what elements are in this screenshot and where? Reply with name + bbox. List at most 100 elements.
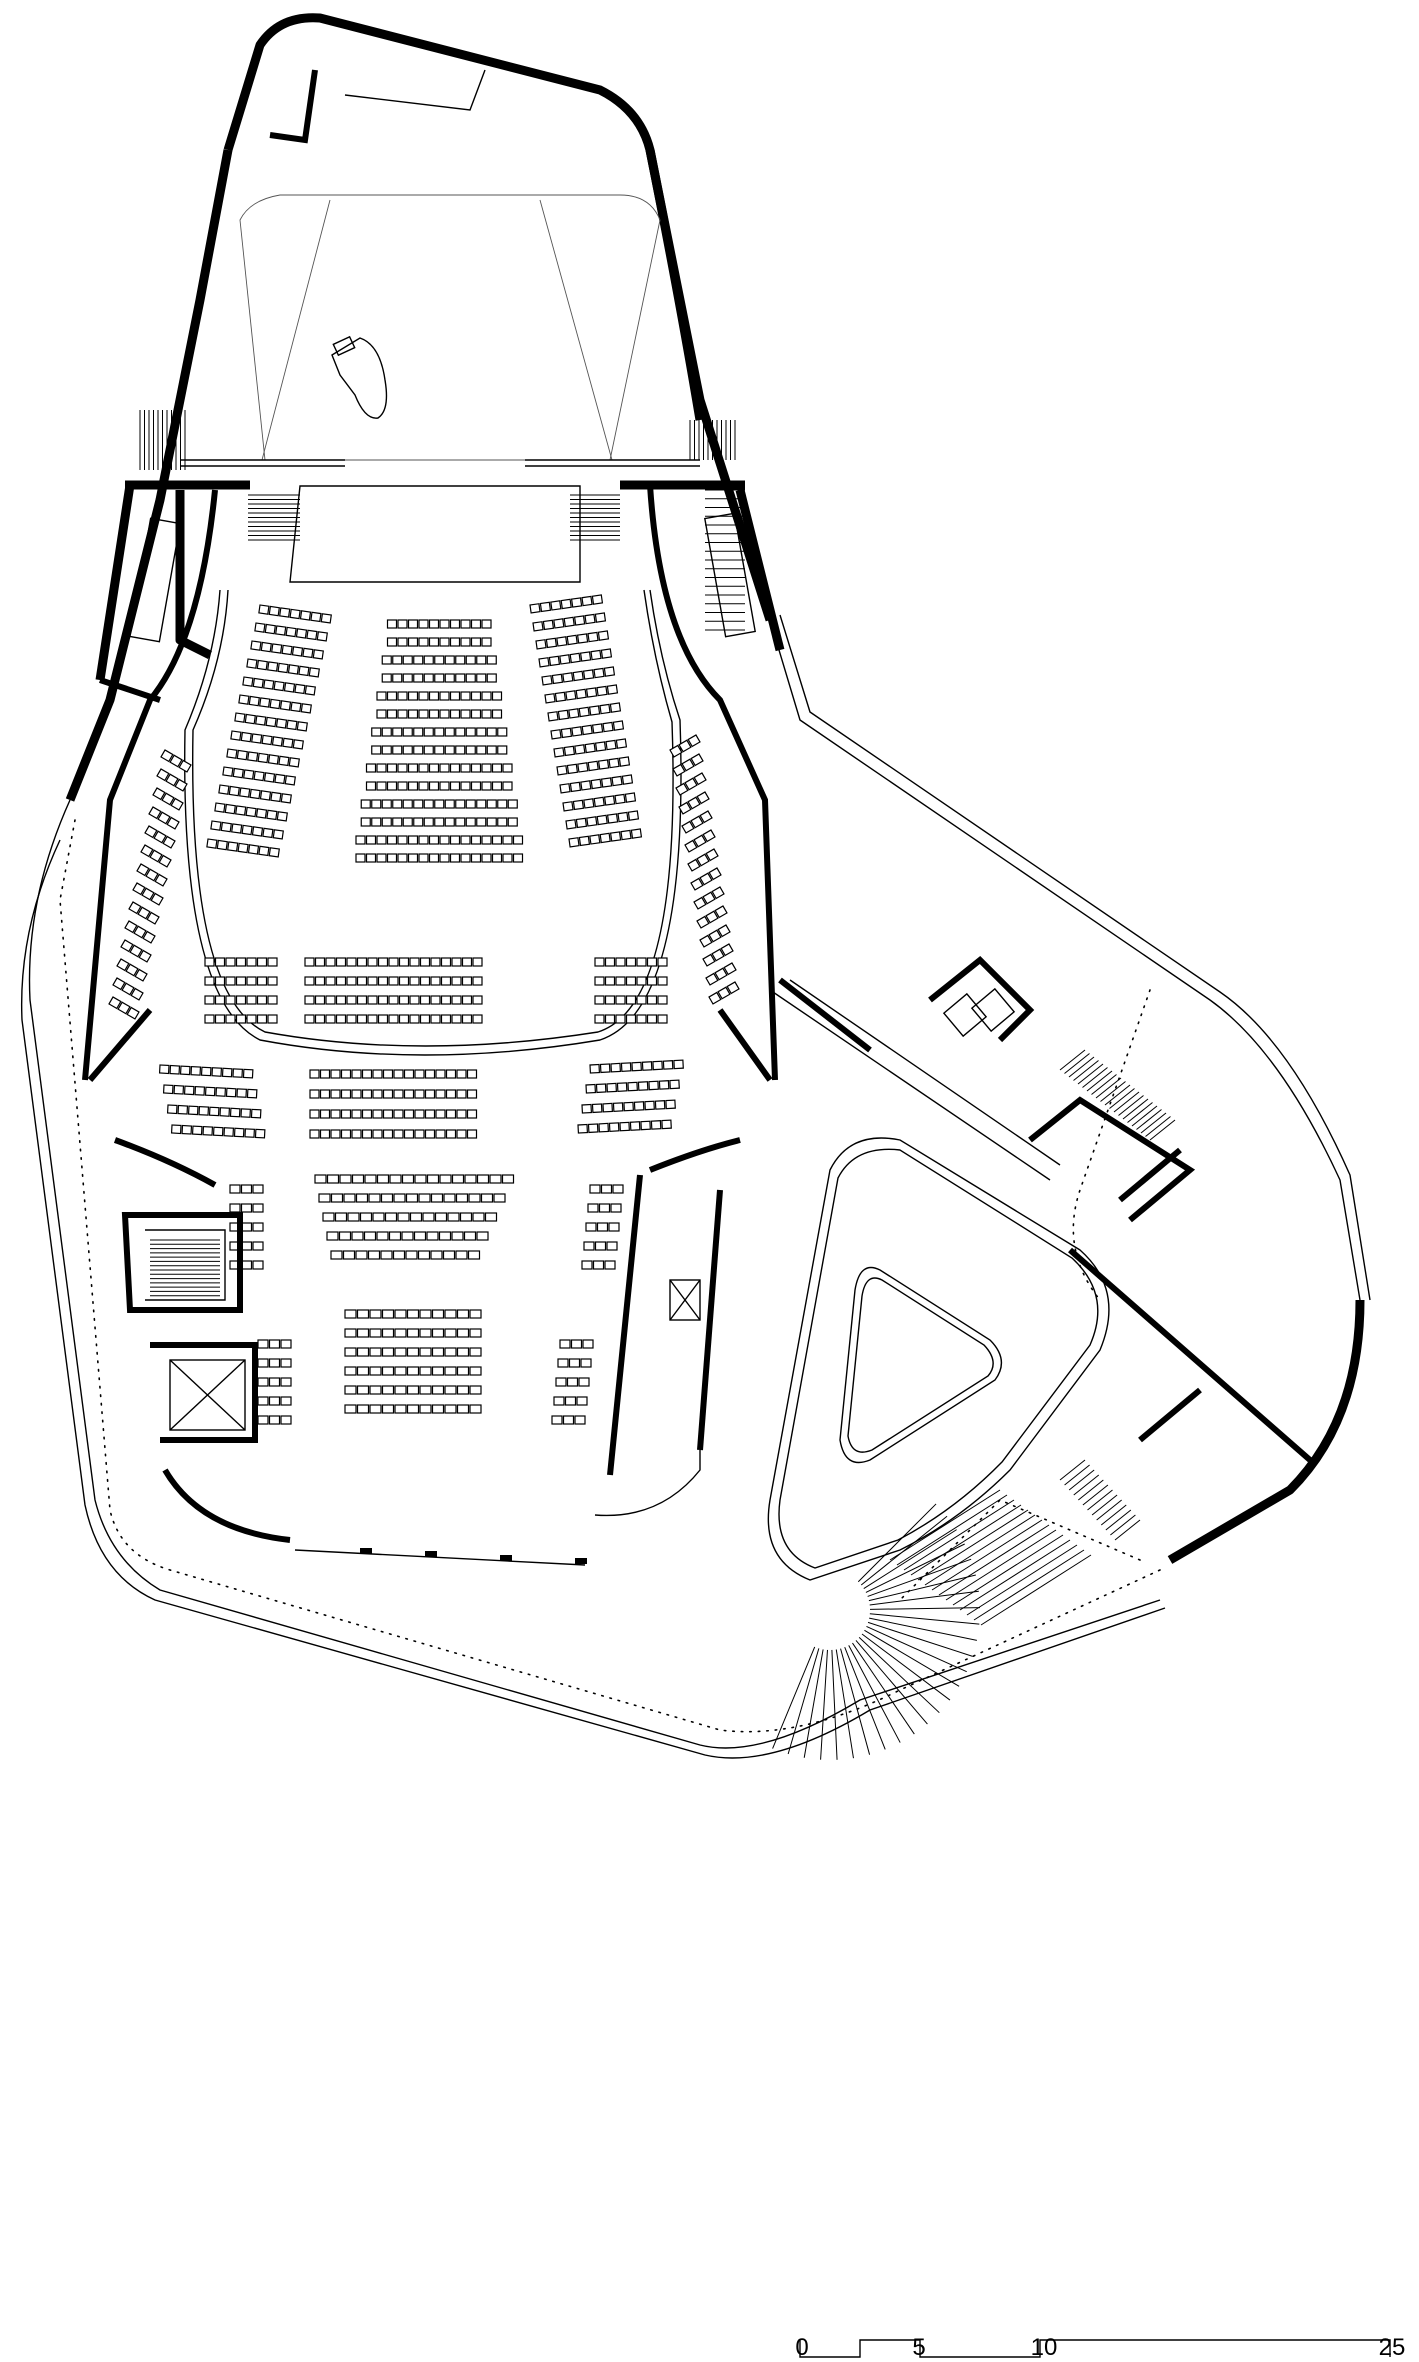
seat [377,976,389,986]
seat [344,1347,357,1357]
seat [466,1109,478,1119]
seat [573,615,586,626]
seat [267,661,279,672]
seat [578,1377,590,1387]
stair-tread [1100,1504,1127,1526]
seat [157,811,171,825]
seat [161,792,175,806]
seat [233,1127,245,1138]
scale-label-25: 25 [1378,2334,1406,2361]
seat [170,1124,182,1135]
seat [702,891,716,905]
seat [394,1328,407,1338]
seat [344,1328,357,1338]
seat [456,1089,467,1099]
seat [133,925,147,939]
seat [481,835,492,845]
seat [456,1404,470,1414]
seat [428,691,440,701]
seat [551,1415,563,1425]
seat [584,742,596,754]
stair-tread [864,1629,960,1687]
seat [465,673,476,683]
seat [636,957,647,967]
seat [346,995,357,1005]
seat [406,1404,420,1414]
seat [470,709,482,719]
seat [447,1212,460,1222]
seat [591,1103,603,1114]
stair-tread [1113,1091,1140,1113]
seat [439,619,450,629]
seat [170,797,184,811]
stair-tread [772,1646,816,1749]
seat [614,793,626,805]
seat [394,1347,407,1357]
seat [461,995,473,1005]
seat [309,1129,320,1139]
seat [444,1347,457,1357]
seat [657,957,668,967]
seat [136,863,150,877]
seat [705,910,719,924]
seat [409,1014,420,1024]
seat [590,778,602,790]
seat [178,759,192,773]
seat [608,1222,620,1232]
stair-tread [787,1648,820,1755]
seat [398,1014,410,1024]
seat [382,1089,394,1099]
seat [455,1193,469,1203]
seat [208,1106,220,1117]
seat [431,1309,445,1319]
seat [423,799,434,809]
seat [414,1174,427,1184]
seat [386,637,398,647]
seat [615,738,628,749]
seat [166,1104,178,1115]
seat [183,1085,195,1096]
seat [593,796,605,808]
seat [455,745,466,755]
seat [486,655,497,665]
seat [356,1328,370,1338]
seat [268,1358,281,1368]
stair-tread [803,1649,824,1758]
seat [268,1377,281,1387]
seat [393,1089,404,1099]
seat [443,1193,456,1203]
seat [224,803,236,815]
seat [388,995,399,1005]
seat [627,1081,638,1092]
seat [424,1109,436,1119]
seat [267,754,280,765]
seat [529,603,541,614]
seat [684,839,698,853]
seat [381,817,392,827]
stair-tread [889,1489,1001,1561]
seat [657,976,668,986]
seat [149,849,163,863]
seat [402,745,413,755]
seat [424,1069,436,1079]
seat [369,1385,382,1395]
seat [472,995,483,1005]
seat [568,708,580,719]
seat [398,957,410,967]
seat [274,773,286,785]
seat [300,703,312,714]
seat [271,643,283,654]
seat [312,649,324,660]
seat [361,1109,373,1119]
seat [486,799,497,809]
seat [403,1089,415,1099]
seat [481,619,492,629]
seat [600,648,613,659]
seat [444,817,455,827]
seat [252,1222,264,1232]
seat [376,709,387,719]
seat [596,814,608,826]
stair-tread [869,1590,979,1606]
seat [476,673,487,683]
seat [476,727,487,737]
